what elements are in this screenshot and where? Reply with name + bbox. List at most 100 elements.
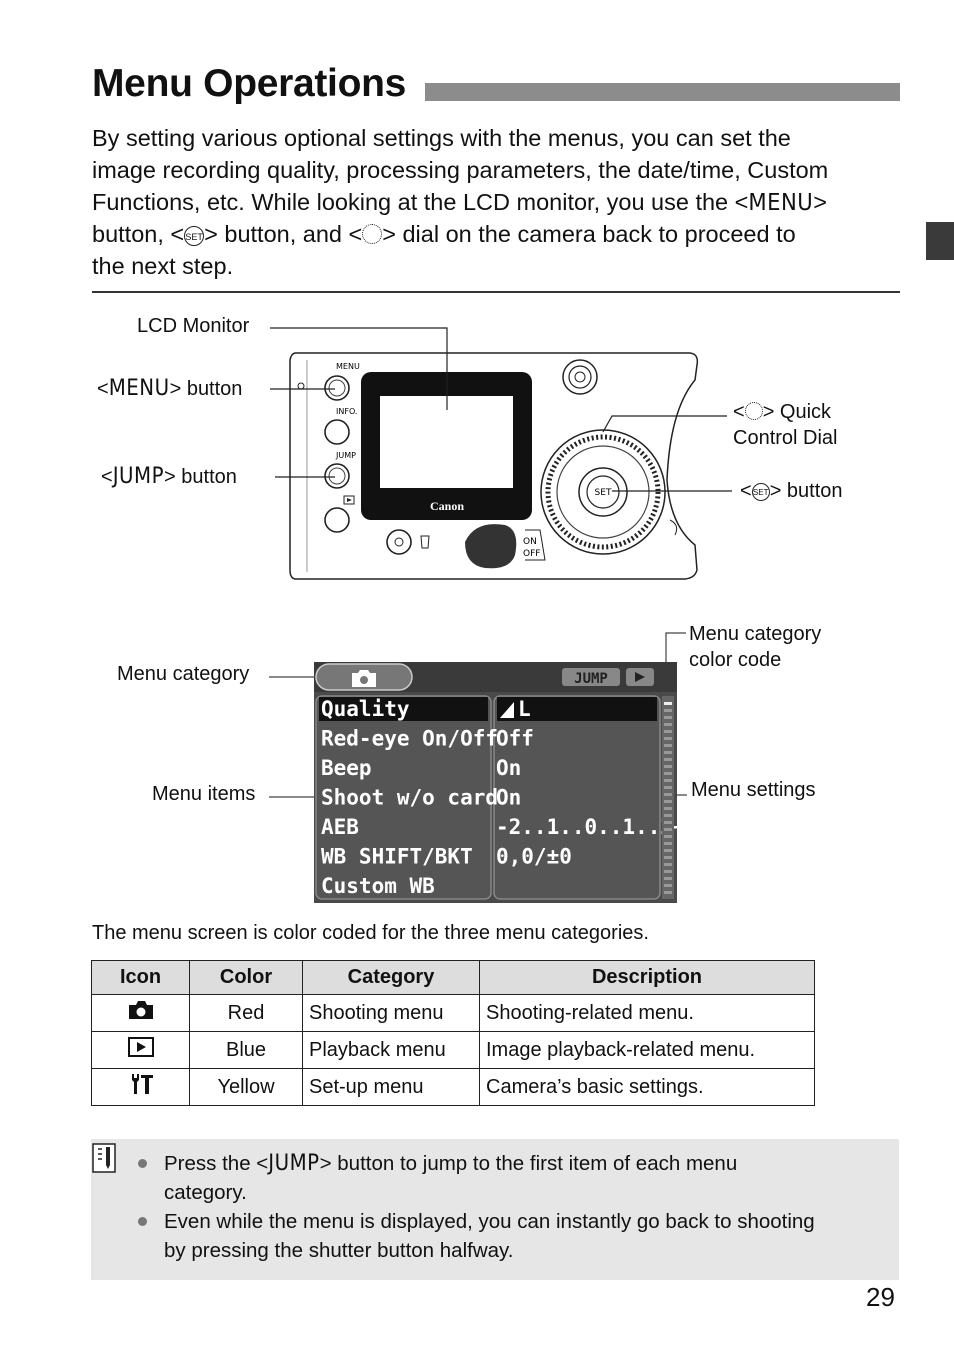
scrollbar-tick [664,793,672,796]
scrollbar-tick [664,786,672,789]
scrollbar-tick [664,870,672,873]
scrollbar-tick [664,856,672,859]
table-cell-category: Shooting menu [302,994,480,1032]
jump-button-symbol: JUMP [268,1151,320,1176]
lcd-menu-setting: 0,0/±0 [496,845,572,869]
scrollbar-tick [664,891,672,894]
scrollbar-tick [664,709,672,712]
lcd-menu-item: Custom WB [321,874,435,898]
note-item: Press the <JUMP> button to jump to the f… [138,1149,884,1207]
menu-category-table: Icon Color Category Description Red Shoo… [91,960,815,1106]
scrollbar-tick [664,877,672,880]
lcd-menu-item: AEB [321,815,359,839]
table-cell-category: Playback menu [302,1031,480,1069]
lcd-menu-setting: On [496,756,521,780]
table-cell-icon [91,1068,190,1106]
scrollbar-tick [664,807,672,810]
menu-scrollbar [662,696,674,899]
table-header-row: Icon Color Category Description [91,960,815,995]
table-header: Color [189,960,303,995]
scrollbar-tick [664,716,672,719]
label-menu-settings: Menu settings [691,779,816,801]
bullet-icon [138,1159,147,1168]
playback-icon [635,672,645,682]
camera-back-illustration: MENU INFO. JUMP Canon ON OFF SET [289,352,699,580]
power-switch [465,524,517,569]
trash-icon [420,535,430,549]
chapter-tab [926,222,954,260]
camera-jump-text: JUMP [335,451,356,460]
scrollbar-tick [664,842,672,845]
scrollbar-tick [664,737,672,740]
table-cell-category: Set-up menu [302,1068,480,1106]
scrollbar-tick [664,772,672,775]
table-cell-description: Camera’s basic settings. [479,1068,815,1106]
label-jump-button: <JUMP> button [101,464,237,489]
intro-line: button, <SET> button, and <> dial on the… [92,221,796,247]
lcd-menu-item: Quality [321,697,410,721]
scrollbar-tick [664,835,672,838]
lcd-screen [380,396,513,488]
quick-control-dial-icon [744,402,763,420]
label-set-button: <SET> button [740,480,843,502]
lcd-menu-setting: On [496,786,521,810]
table-row: Red Shooting menu Shooting-related menu. [91,994,815,1032]
page-number: 29 [866,1282,895,1312]
scrollbar-tick [664,814,672,817]
table-header: Icon [91,960,190,995]
table-cell-description: Shooting-related menu. [479,994,815,1032]
jump-tab-label: JUMP [574,671,608,687]
table-cell-color: Yellow [189,1068,303,1106]
table-caption: The menu screen is color coded for the t… [92,922,649,944]
menu-item-highlight [319,697,488,721]
lcd-menu-item: Red-eye On/Off [321,727,498,751]
label-menu-items: Menu items [152,783,256,805]
camera-brand-logo: Canon [430,499,464,513]
intro-line: Functions, etc. While looking at the LCD… [92,188,828,216]
scrollbar-tick [664,828,672,831]
table-cell-color: Red [189,994,303,1032]
camera-off-text: OFF [523,549,540,559]
quality-icon [500,702,514,718]
memo-icon [92,1143,116,1173]
label-menu-button: <MENU> button [97,376,243,401]
scrollbar-tick [664,723,672,726]
scrollbar-tick [664,779,672,782]
intro-paragraph: By setting various optional settings wit… [92,122,902,282]
intro-line: the next step. [92,253,234,279]
title-decoration-bar [425,83,900,101]
camera-on-text: ON [523,537,537,547]
table-cell-icon [91,1031,190,1069]
label-menu-category: Menu category [117,663,250,685]
table-cell-color: Blue [189,1031,303,1069]
set-button-icon: SET [751,483,770,501]
scrollbar-tick [664,730,672,733]
scrollbar-tick [664,758,672,761]
note-list: Press the <JUMP> button to jump to the f… [138,1149,884,1265]
table-header: Description [479,960,815,995]
camera-left-buttons [297,375,350,533]
scrollbar-tick [664,884,672,887]
table-row: Yellow Set-up menu Camera’s basic settin… [91,1068,815,1106]
camera-info-text: INFO. [336,407,357,416]
scrollbar-tick [664,849,672,852]
lcd-menu-setting: -2..1..0..1..2+ [496,815,677,839]
lcd-menu-item: WB SHIFT/BKT [321,845,473,869]
erase-button [386,529,412,555]
scrollbar-tick [664,821,672,824]
table-header: Category [302,960,480,995]
lcd-menu-setting: Off [496,727,534,751]
camera-icon [128,1001,153,1019]
intro-line: image recording quality, processing para… [92,157,829,183]
set-button-icon: SET [184,226,205,246]
tools-icon [131,1074,153,1094]
table-cell-description: Image playback-related menu. [479,1031,815,1069]
table-row: Blue Playback menu Image playback-relate… [91,1031,815,1069]
camera-menu-text: MENU [336,362,360,371]
quick-control-dial-icon [362,224,383,244]
menu-button-symbol: MENU [748,188,814,216]
playback-icon [127,1037,154,1057]
scrollbar-tick [664,765,672,768]
